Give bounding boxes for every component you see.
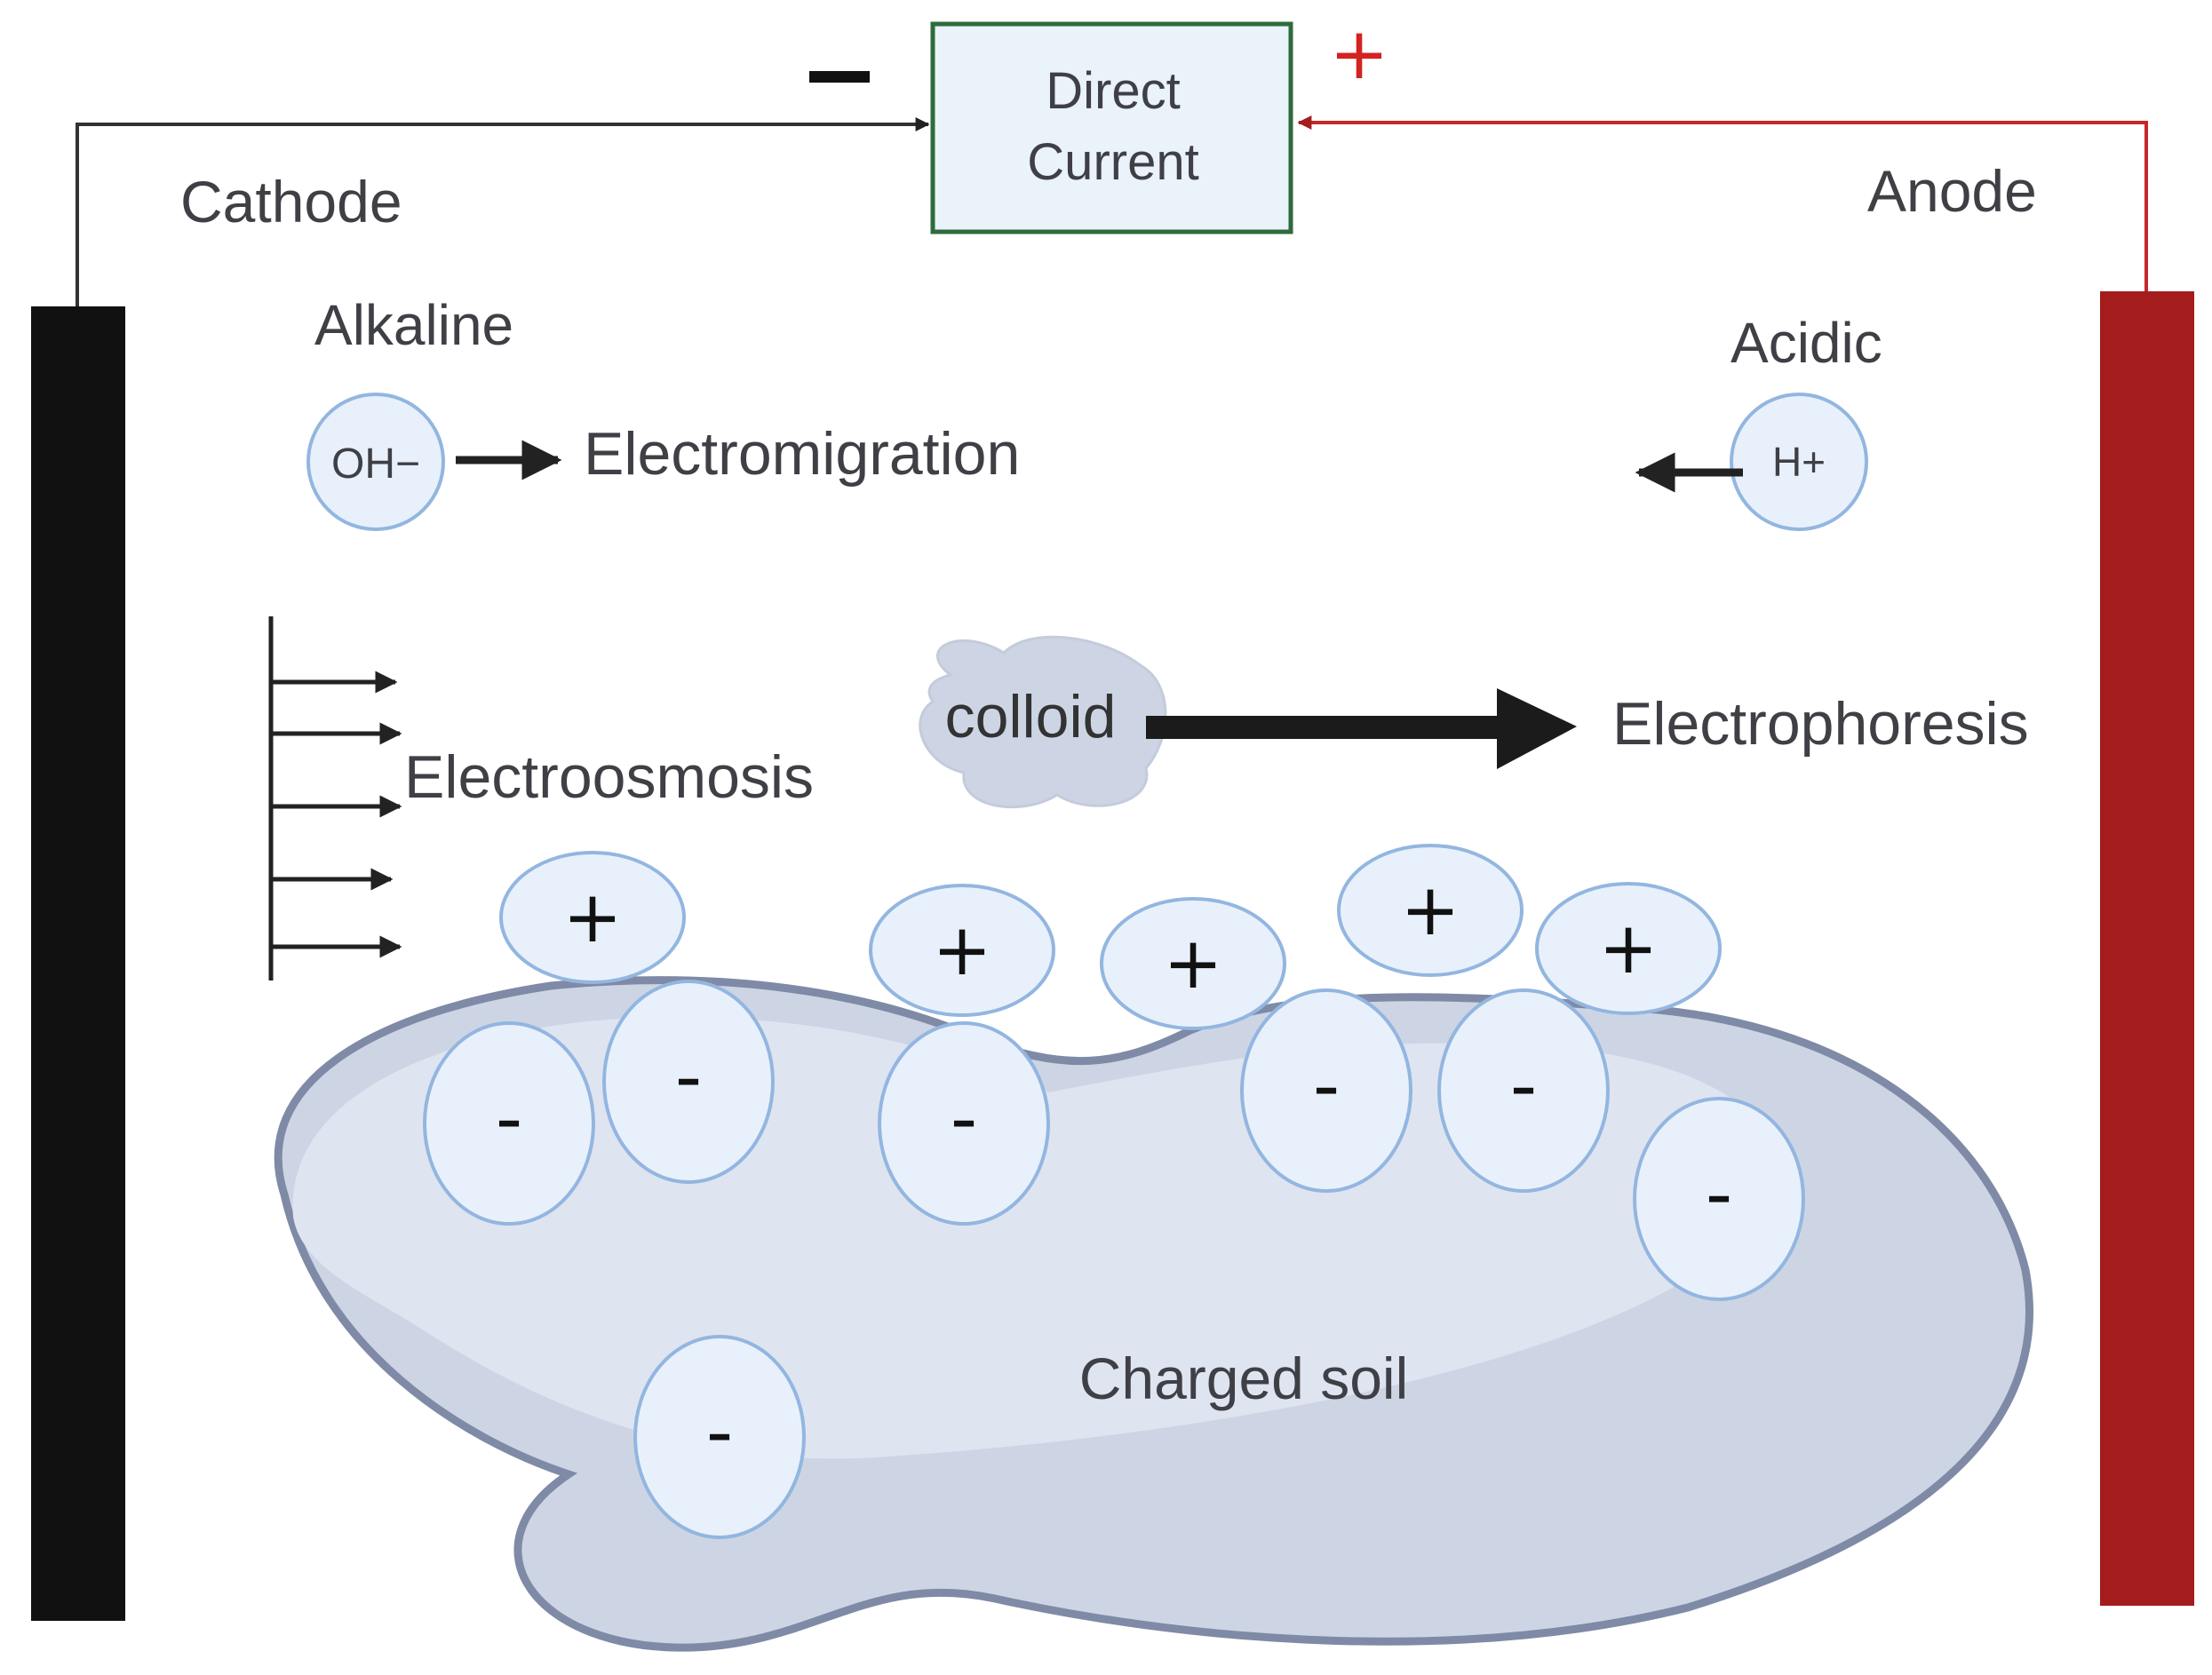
negative-ion	[878, 1021, 1050, 1226]
positive-ion	[869, 884, 1055, 1017]
negative-ion	[1633, 1097, 1805, 1301]
anode-label: Anode	[1867, 158, 2037, 224]
positive-ion	[1100, 897, 1286, 1030]
proton-ion-label: H+	[1772, 439, 1826, 485]
electrophoresis-arrow	[1146, 688, 1577, 769]
direct-current-line1: Direct	[1046, 62, 1180, 120]
negative-ion	[1240, 988, 1412, 1193]
negative-ion-sign: -	[1313, 1042, 1340, 1129]
acidic-label: Acidic	[1731, 311, 1882, 375]
negative-terminal-sign	[809, 71, 870, 83]
hydroxide-ion	[306, 393, 445, 531]
hydroxide-ion-label: OH−	[331, 441, 420, 488]
positive-ion-sign: +	[932, 909, 991, 991]
negative-ion-sign: -	[675, 1033, 702, 1120]
anode-wire	[1297, 115, 2148, 293]
electrophoresis-label: Electrophoresis	[1612, 690, 2029, 758]
positive-terminal-sign: +	[1329, 12, 1388, 95]
negative-ion-sign: -	[706, 1388, 733, 1475]
cathode-label: Cathode	[180, 169, 402, 234]
negative-ion-sign: -	[1510, 1042, 1537, 1129]
electromigration-label: Electromigration	[584, 420, 1020, 488]
direct-current-line2: Current	[1027, 133, 1198, 191]
charged-soil-label: Charged soil	[1079, 1346, 1409, 1411]
negative-ion	[1437, 988, 1610, 1193]
negative-ions: - - - - - - -	[423, 980, 1805, 1539]
positive-ion-sign: +	[1163, 922, 1222, 1004]
positive-ion	[1337, 844, 1524, 977]
direct-current-box	[930, 21, 1293, 234]
electroosmosis-label: Electroosmosis	[404, 743, 814, 811]
positive-ion-sign: +	[1400, 869, 1460, 951]
positive-ion-sign: +	[1598, 907, 1658, 989]
colloid-cloud	[919, 635, 1167, 809]
alkaline-label: Alkaline	[314, 293, 513, 357]
proton-ion	[1730, 393, 1868, 531]
electroosmosis-arrows	[271, 671, 402, 958]
positive-ion-sign: +	[562, 876, 622, 958]
positive-ions: + + + + +	[499, 844, 1722, 1030]
negative-ion-sign: -	[951, 1075, 977, 1162]
anode-electrode	[2100, 291, 2194, 1606]
negative-ion-sign: -	[496, 1075, 522, 1162]
cathode-wire	[76, 117, 930, 306]
colloid-label: colloid	[945, 683, 1117, 750]
negative-ion	[423, 1021, 595, 1226]
negative-ion	[633, 1335, 806, 1539]
positive-ion	[1535, 882, 1722, 1015]
positive-ion	[499, 851, 686, 984]
negative-ion	[602, 980, 775, 1184]
negative-ion-sign: -	[1706, 1150, 1732, 1237]
cathode-electrode	[31, 306, 125, 1621]
